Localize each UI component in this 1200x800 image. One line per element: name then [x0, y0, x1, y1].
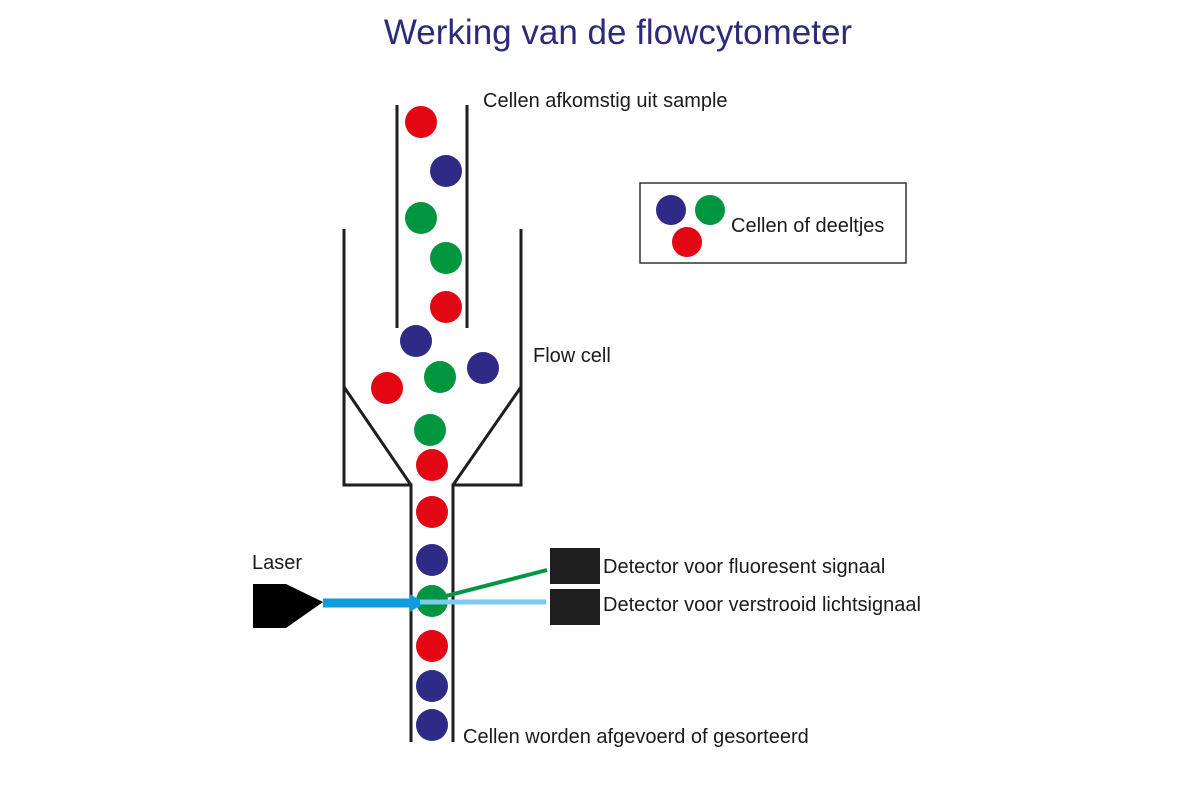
legend-cell-blue — [656, 195, 686, 225]
cell-green — [405, 202, 437, 234]
legend-cells — [656, 195, 725, 257]
diagram-title: Werking van de flowcytometer — [384, 13, 853, 52]
legend-label: Cellen of deeltjes — [731, 215, 884, 237]
cell-red — [371, 372, 403, 404]
flow-cell-left-wall — [342, 229, 413, 742]
cell-green — [424, 361, 456, 393]
legend: Cellen of deeltjes — [639, 182, 907, 264]
flow-cell — [342, 229, 523, 742]
legend-cell-green — [695, 195, 725, 225]
cell-green — [430, 242, 462, 274]
fluorescence-detector-icon — [550, 548, 600, 584]
cell-red — [416, 630, 448, 662]
fluorescence-beam — [437, 568, 548, 600]
legend-cell-red — [672, 227, 702, 257]
cell-red — [430, 291, 462, 323]
cells-layer — [371, 106, 499, 741]
funnel-left-slope — [342, 386, 413, 486]
cell-blue — [400, 325, 432, 357]
flow-cell-right-wall — [451, 229, 523, 742]
cell-red — [416, 496, 448, 528]
outlet-label: Cellen worden afgevoerd of gesorteerd — [463, 726, 809, 748]
laser-label: Laser — [252, 552, 302, 574]
flow-cell-label: Flow cell — [533, 345, 611, 367]
laser-source-icon — [253, 584, 323, 628]
cell-blue — [416, 544, 448, 576]
detectors: Detector voor fluoresent signaal Detecto… — [550, 548, 921, 625]
scatter-detector-icon — [550, 589, 600, 625]
scatter-detector-label: Detector voor verstrooid lichtsignaal — [603, 594, 921, 616]
sample-tube — [395, 105, 469, 328]
laser: Laser — [252, 552, 323, 628]
cell-blue — [430, 155, 462, 187]
sample-inlet-label: Cellen afkomstig uit sample — [483, 90, 728, 112]
cell-blue — [416, 709, 448, 741]
cell-green — [414, 414, 446, 446]
funnel-right-slope — [451, 386, 523, 486]
cell-blue — [467, 352, 499, 384]
cell-blue — [416, 670, 448, 702]
beams — [323, 568, 548, 612]
cell-red — [416, 449, 448, 481]
fluorescence-detector-label: Detector voor fluoresent signaal — [603, 556, 885, 578]
cell-red — [405, 106, 437, 138]
laser-beam-arrowhead-icon — [410, 594, 424, 612]
